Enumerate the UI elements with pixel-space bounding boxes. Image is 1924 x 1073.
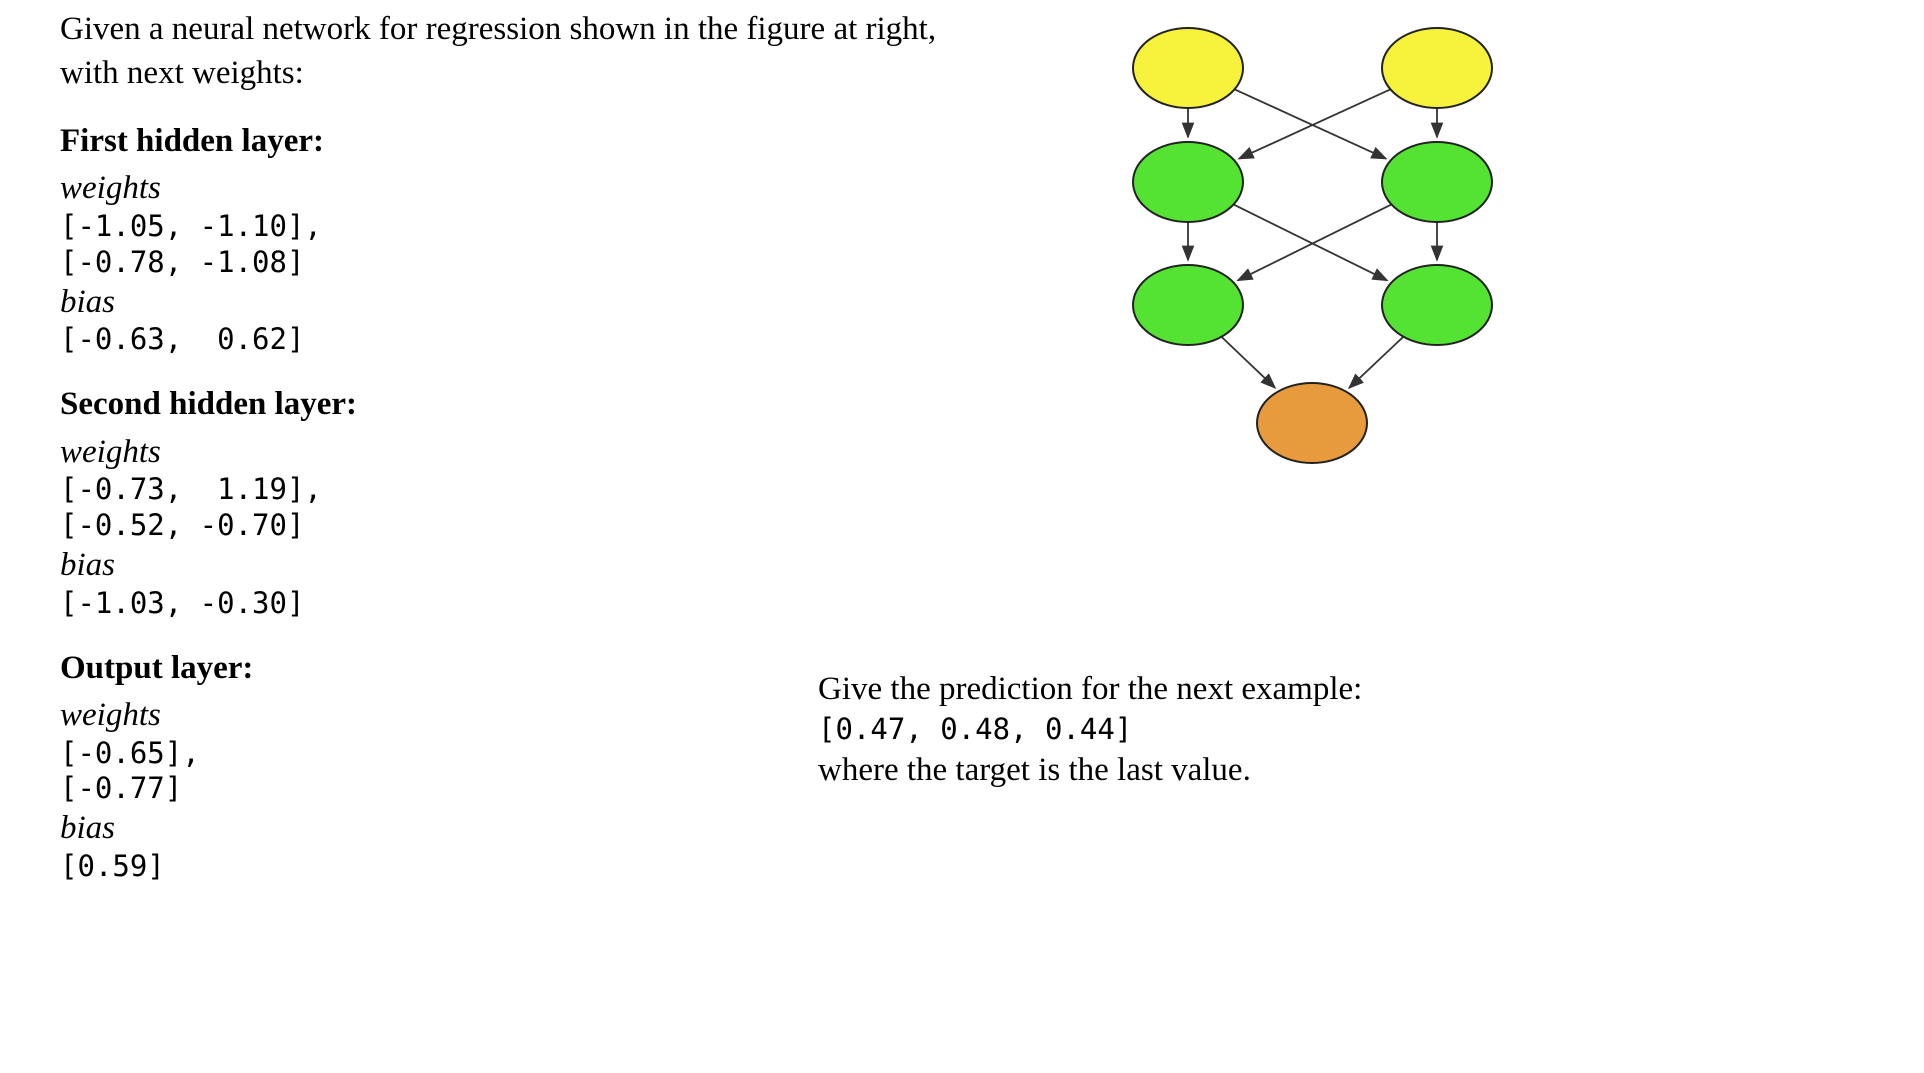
output-weights-row-1: [-0.65],	[60, 735, 200, 770]
network-node-hidden2-2	[1381, 264, 1493, 346]
output-layer-title: Output layer:	[60, 649, 254, 686]
second-hidden-bias-row: [-1.03, -0.30]	[60, 585, 305, 620]
second-hidden-weights-label: weights	[60, 433, 161, 470]
prediction-note: where the target is the last value.	[818, 751, 1251, 788]
output-weights-row-2: [-0.77]	[60, 771, 183, 806]
network-node-hidden1-1	[1132, 141, 1244, 223]
network-edges	[1181, 88, 1444, 390]
intro-line-2: with next weights:	[60, 54, 304, 91]
second-hidden-bias-label: bias	[60, 547, 116, 584]
second-hidden-weights-row-2: [-0.52, -0.70]	[60, 508, 305, 543]
network-edge-hidden1-2-to-hidden2-1	[1236, 203, 1392, 282]
prediction-prompt: Give the prediction for the next example…	[818, 668, 1518, 791]
output-weights-label: weights	[60, 696, 161, 733]
first-hidden-layer-title: First hidden layer:	[60, 123, 324, 160]
output-layer-section: Output layer: weights [-0.65], [-0.77] b…	[60, 648, 1070, 885]
network-edge-input-2-to-hidden1-1	[1237, 88, 1391, 160]
network-edge-hidden1-1-to-hidden2-2	[1233, 203, 1389, 282]
network-node-hidden1-2	[1381, 141, 1493, 223]
output-bias-label: bias	[60, 810, 116, 847]
first-hidden-bias-label: bias	[60, 283, 116, 320]
network-nodes	[1132, 27, 1493, 464]
network-edge-hidden2-2-to-output-1	[1347, 336, 1405, 390]
network-node-hidden2-1	[1132, 264, 1244, 346]
intro-paragraph: Given a neural network for regression sh…	[60, 8, 1070, 95]
prediction-example-vector: [0.47, 0.48, 0.44]	[818, 711, 1133, 746]
prediction-question: Give the prediction for the next example…	[818, 671, 1363, 707]
intro-line-1: Given a neural network for regression sh…	[60, 11, 937, 47]
first-hidden-layer-section: First hidden layer: weights [-1.05, -1.1…	[60, 121, 1070, 358]
first-hidden-weights-row-2: [-0.78, -1.08]	[60, 244, 305, 279]
neural-network-diagram	[1090, 0, 1590, 500]
network-node-input-1	[1132, 27, 1244, 109]
second-hidden-layer-section: Second hidden layer: weights [-0.73, 1.1…	[60, 384, 1070, 621]
network-node-input-2	[1381, 27, 1493, 109]
first-hidden-bias-row: [-0.63, 0.62]	[60, 322, 305, 357]
network-edge-input-1-to-hidden1-2	[1234, 88, 1388, 160]
problem-statement-column: Given a neural network for regression sh…	[60, 8, 1070, 885]
first-hidden-weights-row-1: [-1.05, -1.10],	[60, 208, 322, 243]
network-svg	[1132, 27, 1493, 464]
output-bias-row: [0.59]	[60, 849, 165, 884]
network-node-output-1	[1256, 382, 1368, 464]
network-edge-hidden2-1-to-output-1	[1220, 336, 1277, 390]
second-hidden-weights-row-1: [-0.73, 1.19],	[60, 472, 322, 507]
second-hidden-layer-title: Second hidden layer:	[60, 386, 358, 423]
first-hidden-weights-label: weights	[60, 170, 161, 207]
